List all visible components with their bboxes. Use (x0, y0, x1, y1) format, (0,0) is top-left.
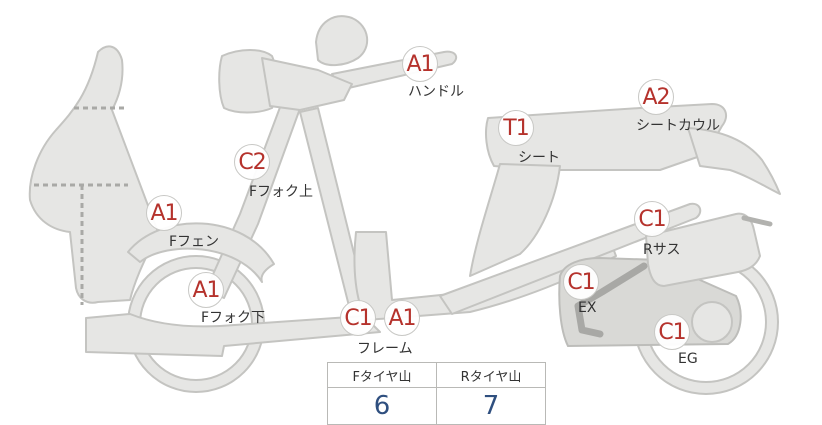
label-fork-lower: Fフォク下 (201, 310, 266, 326)
label-frame: フレーム (357, 341, 413, 357)
label-seat-cowl: シートカウル (636, 118, 720, 134)
front-tire-tread-header: Fタイヤ山 (327, 362, 437, 388)
label-rear-suspension: Rサス (643, 242, 681, 258)
front-panel-seam (34, 106, 128, 305)
label-engine: EG (678, 351, 698, 367)
seat-cowl-shape (687, 127, 781, 195)
grade-frame-c: C1 (340, 300, 376, 336)
engine-hub (691, 301, 733, 343)
grade-front-fender: A1 (146, 195, 182, 231)
grade-engine: C1 (654, 314, 690, 350)
label-front-fender: Fフェン (169, 234, 220, 250)
rear-tire-tread-value: 7 (436, 387, 546, 425)
label-handle: ハンドル (408, 84, 464, 100)
grade-exhaust: C1 (563, 264, 599, 300)
rear-suspension-rod (741, 215, 773, 227)
exhaust-pipe (574, 262, 648, 338)
label-seat: シート (518, 150, 560, 166)
handle-cowl (261, 57, 353, 111)
frame-lower (85, 313, 381, 357)
rear-tire-tread-header: Rタイヤ山 (436, 362, 546, 388)
grade-rear-suspension: C1 (634, 201, 670, 237)
label-exhaust: EX (578, 300, 597, 316)
grade-fork-upper: C2 (234, 144, 270, 180)
label-fork-upper: Fフォク上 (249, 184, 314, 200)
front-fender (127, 222, 275, 283)
grade-handle: A1 (402, 46, 438, 82)
grade-seat: T1 (498, 110, 534, 146)
grade-seat-cowl: A2 (638, 79, 674, 115)
tire-tread-table: Fタイヤ山 Rタイヤ山 6 7 (327, 362, 546, 425)
headlight (218, 49, 278, 114)
mirror (315, 15, 368, 66)
grade-frame-a: A1 (384, 300, 420, 336)
grade-fork-lower: A1 (188, 272, 224, 308)
front-tire-tread-value: 6 (327, 387, 437, 425)
rear-frame-arm (439, 202, 702, 315)
front-body-panel (28, 45, 159, 304)
seat-to-floor (469, 163, 561, 277)
